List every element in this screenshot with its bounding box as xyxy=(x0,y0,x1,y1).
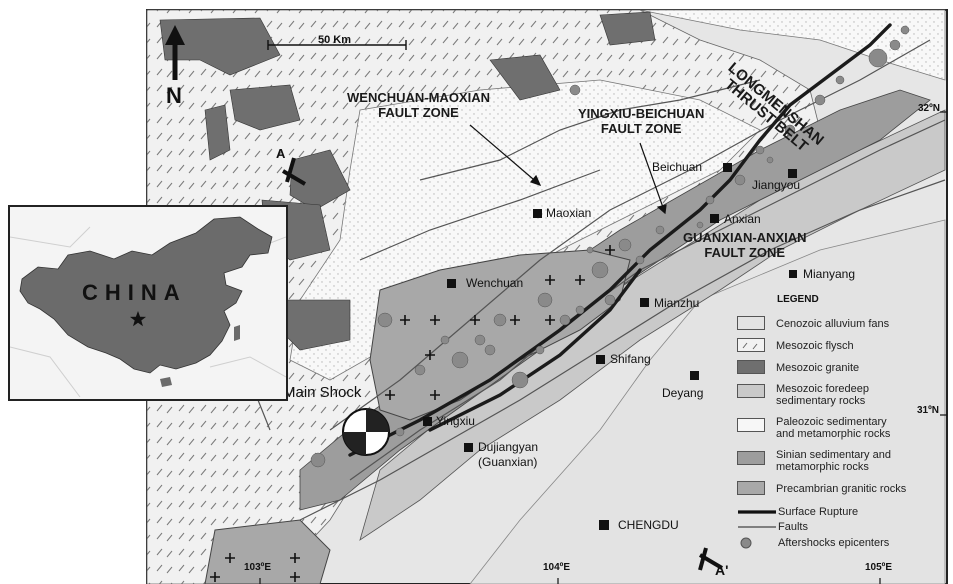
hainan-island xyxy=(160,377,172,387)
precambrian-crosses xyxy=(210,245,615,582)
city-label-deyang: Deyang xyxy=(662,386,704,400)
china-inset-map: CHINA xyxy=(8,205,288,401)
legend-label-surface-rupture: Surface Rupture xyxy=(778,506,859,518)
legend-label-faults: Faults xyxy=(778,521,808,533)
legend-swatch-granite xyxy=(737,360,765,374)
scale-bar-label: 50 Km xyxy=(318,34,352,46)
main-shock-label: Main Shock xyxy=(283,384,362,401)
legend-label-granite: Mesozoic granite xyxy=(776,362,860,374)
city-label-wenchuan: Wenchuan xyxy=(466,276,524,290)
main-shock-beachball xyxy=(342,408,390,456)
city-markers xyxy=(423,163,797,530)
city-label-yingxiu: Yingxiu xyxy=(436,414,475,428)
scale-bar xyxy=(267,40,407,50)
legend-swatch-paleozoic xyxy=(737,418,765,432)
longitude-104-label: 104ºE xyxy=(543,562,571,573)
legend-label-precambrian: Precambrian granitic rocks xyxy=(776,483,907,495)
city-label-mianzhu: Mianzhu xyxy=(654,296,700,310)
coordinate-ticks xyxy=(259,111,947,584)
legend-label-flysch: Mesozoic flysch xyxy=(776,340,854,352)
city-label-dujiangyan: Dujiangyan (Guanxian) xyxy=(478,440,539,469)
city-label-beichuan: Beichuan xyxy=(652,160,703,174)
china-label: CHINA xyxy=(82,280,187,305)
taiwan-island xyxy=(234,325,240,341)
city-label-anxian: Anxian xyxy=(724,212,761,226)
star-icon xyxy=(130,311,146,327)
precambrian-south xyxy=(204,519,331,584)
section-marker-a xyxy=(281,157,307,186)
legend-label-sinian: Sinian sedimentary and metamorphic rocks xyxy=(776,449,891,473)
city-label-mianyang: Mianyang xyxy=(803,267,856,281)
longitude-103-label: 103ºE xyxy=(244,562,272,573)
leader-arrows xyxy=(469,124,667,215)
legend-label-cenozoic: Cenozoic alluvium fans xyxy=(776,318,890,330)
surface-ruptures xyxy=(348,23,892,457)
city-label-shifang: Shifang xyxy=(610,352,651,366)
legend-label-foredeep: Mesozoic foredeep sedimentary rocks xyxy=(776,383,869,407)
latitude-32-label: 32ºN xyxy=(918,103,940,114)
legend-swatch-foredeep xyxy=(737,384,765,398)
legend-swatch-sinian xyxy=(737,451,765,465)
legend-title: LEGEND xyxy=(777,294,819,305)
legend-swatch-cenozoic xyxy=(737,316,765,330)
north-arrow xyxy=(165,25,185,80)
city-label-jiangyou: Jiangyou xyxy=(752,178,801,192)
section-label-a: A xyxy=(276,146,286,161)
yingxiu-beichuan-fault-zone-label: YINGXIU-BEICHUAN FAULT ZONE xyxy=(578,106,705,136)
aftershock-epicenters xyxy=(310,25,910,468)
section-marker-a-prime xyxy=(698,547,724,571)
precambrian-massif xyxy=(369,249,631,421)
city-label-maoxian: Maoxian xyxy=(546,206,592,220)
granite-bodies xyxy=(159,11,656,351)
legend-swatch-flysch xyxy=(737,338,765,352)
latitude-31-label: 31ºN xyxy=(917,405,939,416)
wenchuan-maoxian-fault-zone-label: WENCHUAN-MAOXIAN FAULT ZONE xyxy=(347,90,490,120)
legend-swatch-precambrian xyxy=(737,481,765,495)
cenozoic-alluvium-region xyxy=(469,219,946,584)
guanxian-anxian-fault-zone-label: GUANXIAN-ANXIAN FAULT ZONE xyxy=(683,230,807,260)
city-label-chengdu: CHENGDU xyxy=(618,518,679,532)
section-label-a-prime: A' xyxy=(715,562,729,578)
longitude-105-label: 105ºE xyxy=(865,562,893,573)
north-label: N xyxy=(166,83,182,108)
china-landmass xyxy=(19,216,273,374)
china-outline xyxy=(10,216,286,398)
legend-label-paleozoic: Paleozoic sedimentary and metamorphic ro… xyxy=(776,416,891,440)
legend-label-aftershocks: Aftershocks epicenters xyxy=(778,537,890,549)
